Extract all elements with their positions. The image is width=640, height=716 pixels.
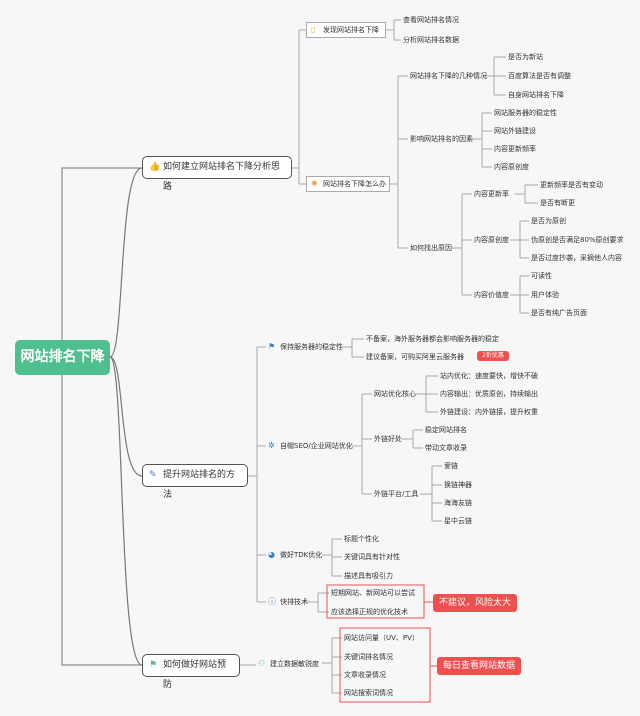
server-label: 保持服务器的稳定性 xyxy=(280,343,343,351)
phone-icon: ▯ xyxy=(311,25,316,34)
people-icon: ⚇ xyxy=(258,659,266,668)
warning-callout[interactable]: 不建议，风险太大 xyxy=(433,594,518,612)
root-to-branch1 xyxy=(109,167,143,358)
root-spine-up xyxy=(61,167,142,340)
gear-icon: ✲ xyxy=(268,441,275,450)
cause-group-1[interactable]: 内容更新率 xyxy=(474,190,509,198)
root-to-branch3 xyxy=(109,356,143,666)
monitor-item-2: 关键词排名情况 xyxy=(344,653,393,661)
tdk-node[interactable]: ◕ 做好TDK优化 xyxy=(268,549,322,561)
tdk-label: 做好TDK优化 xyxy=(280,551,323,559)
thumbs-up-icon: 👍 xyxy=(149,162,161,172)
howto-label: 网站排名下降怎么办 xyxy=(323,180,386,188)
benefit-2: 带动文章收录 xyxy=(425,444,467,452)
platform-1: 爱链 xyxy=(444,462,458,470)
branch3-title: 如何做好网站预防 xyxy=(163,660,227,690)
cause-3-item-2: 用户体验 xyxy=(531,291,559,299)
root-spine-down xyxy=(61,375,142,666)
server-item-2: 建议备案，可购买阿里云服务器 xyxy=(366,353,464,361)
root-node[interactable]: 网站排名下降 xyxy=(15,340,110,375)
benefit-1: 稳定网站排名 xyxy=(425,426,467,434)
monitor-node[interactable]: ⚇ 建立数据敏锐度 xyxy=(258,658,319,670)
seo-label: 自帽SEO/企业网站优化 xyxy=(280,442,353,450)
situation-1: 是否为新站 xyxy=(508,53,543,61)
find-ranking-drop-node[interactable]: ▯ 发现网站排名下降 xyxy=(306,22,386,38)
tricks-item-2: 应该选择正规的优化技术 xyxy=(331,608,408,616)
seo-node[interactable]: ✲ 自帽SEO/企业网站优化 xyxy=(268,440,353,452)
cause-2-item-1: 是否为原创 xyxy=(531,217,566,225)
factor-1: 网站服务器的稳定性 xyxy=(494,109,557,117)
situation-2: 百度算法是否有调整 xyxy=(508,72,571,80)
core-item-2: 内容输出：优质原创，持续输出 xyxy=(440,390,538,398)
core-item-1: 站内优化：速度要快，增快不破 xyxy=(440,372,538,380)
branch2-node[interactable]: ✎ 提升网站排名的方法 xyxy=(142,464,248,500)
cause-1-item-2: 是否有断更 xyxy=(540,199,575,207)
platform-2: 换链神器 xyxy=(444,481,472,489)
flag-icon: ⚑ xyxy=(268,342,276,351)
tricks-node[interactable]: ⓘ 快排技术 xyxy=(268,596,308,608)
factor-2: 网站外链建设 xyxy=(494,127,536,135)
core-item-3: 外链建设：内外链接，提升权重 xyxy=(440,408,538,416)
tdk-item-1: 标题个性化 xyxy=(344,535,379,543)
info-icon: ⓘ xyxy=(268,597,276,606)
tdk-item-3: 描述具有吸引力 xyxy=(344,572,393,580)
factors-label[interactable]: 影响网站排名的因素 xyxy=(410,135,473,143)
factor-3: 内容更新频率 xyxy=(494,145,536,153)
benefits-label[interactable]: 外链好处 xyxy=(374,435,402,443)
server-item-1: 不备案，海外服务器都会影响服务器的稳定 xyxy=(366,335,499,343)
cause-1-item-1: 更新频率是否有变动 xyxy=(540,181,603,189)
platforms-label[interactable]: 外链平台/工具 xyxy=(374,490,419,498)
cause-3-item-3: 是否有纯广告页面 xyxy=(531,309,587,317)
pie-icon: ◕ xyxy=(268,550,275,559)
tricks-label: 快排技术 xyxy=(280,598,308,606)
cause-2-item-3: 是否过度抄袭，采摘他人内容 xyxy=(531,254,622,262)
tdk-item-2: 关键词具有针对性 xyxy=(344,553,400,561)
core-label[interactable]: 网站优化核心 xyxy=(374,390,416,398)
flag-icon: ⚑ xyxy=(149,660,158,670)
platform-3: 海海友链 xyxy=(444,499,472,507)
sun-icon: ✺ xyxy=(311,179,318,188)
find-item-2: 分析网站排名数据 xyxy=(403,36,459,44)
branch1-title: 如何建立网站排名下降分析思路 xyxy=(163,162,281,192)
monitor-label: 建立数据敏锐度 xyxy=(270,660,319,668)
howto-node[interactable]: ✺ 网站排名下降怎么办 xyxy=(306,176,390,192)
root-to-branch2 xyxy=(109,356,143,477)
server-node[interactable]: ⚑ 保持服务器的稳定性 xyxy=(268,341,343,353)
branch2-title: 提升网站排名的方法 xyxy=(163,470,236,500)
branch3-node[interactable]: ⚑ 如何做好网站预防 xyxy=(142,654,240,690)
situations-label[interactable]: 网站排名下降的几种情况 xyxy=(410,72,487,80)
platform-4: 星中云链 xyxy=(444,517,472,525)
cause-2-item-2: 伪原创是否满足80%原创要求 xyxy=(531,236,624,244)
daily-check-callout[interactable]: 每日查看网站数据 xyxy=(437,657,522,675)
factor-4: 内容原创度 xyxy=(494,163,529,171)
tricks-item-1: 短期网站、新网站可以尝试 xyxy=(331,589,415,597)
cause-3-item-1: 可读性 xyxy=(531,272,552,280)
pencil-icon: ✎ xyxy=(149,470,157,480)
monitor-item-1: 网站访问量（UV、PV） xyxy=(344,634,419,642)
discount-badge[interactable]: 2折优惠 xyxy=(477,351,509,361)
causes-label[interactable]: 如何找出原因 xyxy=(410,244,452,252)
branch1-node[interactable]: 👍 如何建立网站排名下降分析思路 xyxy=(142,156,292,192)
find-item-1: 查看网站排名情况 xyxy=(403,16,459,24)
monitor-item-4: 网站搜索词情况 xyxy=(344,689,393,697)
find-label: 发现网站排名下降 xyxy=(323,26,379,34)
cause-group-2[interactable]: 内容原创度 xyxy=(474,236,509,244)
situation-3: 自身网站排名下降 xyxy=(508,91,564,99)
monitor-item-3: 文章收录情况 xyxy=(344,671,386,679)
cause-group-3[interactable]: 内容价值度 xyxy=(474,291,509,299)
